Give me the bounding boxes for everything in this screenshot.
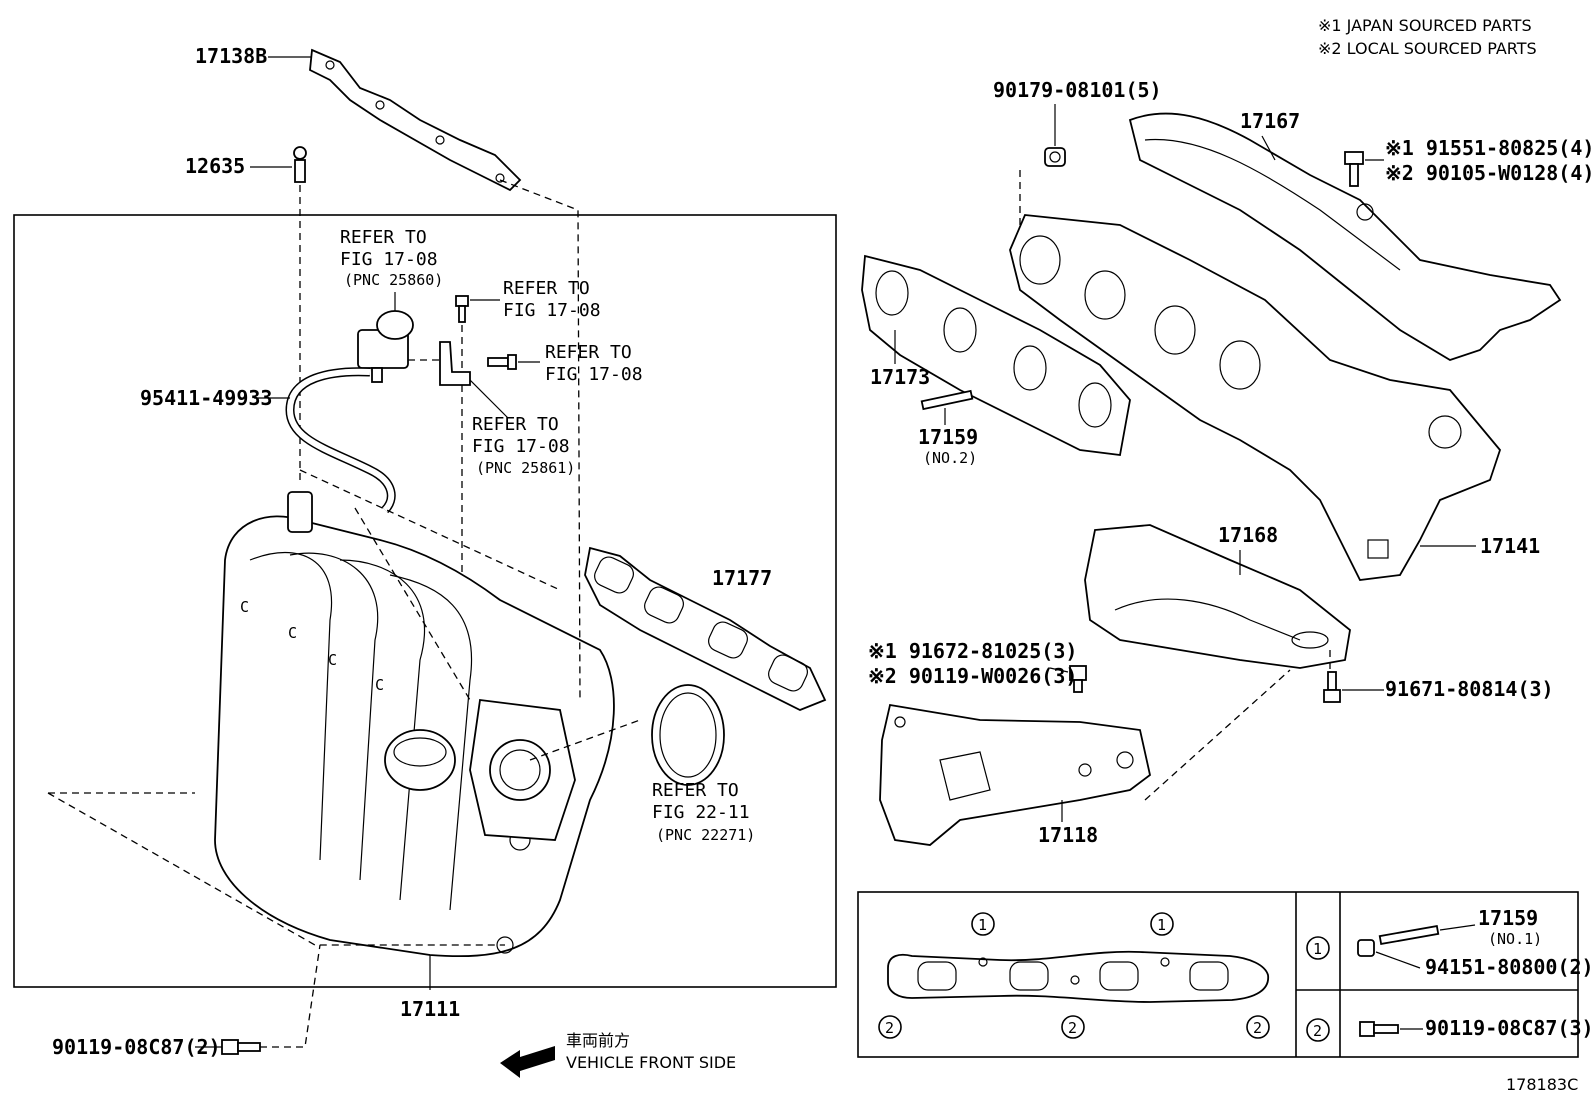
part-90119-08c87-bolt-left[interactable] xyxy=(221,1039,261,1055)
part-17118-bracket[interactable] xyxy=(879,703,1152,846)
part-94151-nut[interactable] xyxy=(1357,939,1375,957)
label-90105: ※2 90105-W0128(4) xyxy=(1385,161,1592,185)
part-17159-no2-stud[interactable] xyxy=(920,389,974,411)
direction-jp: 車両前方 xyxy=(566,1031,630,1050)
svg-text:C: C xyxy=(288,624,297,642)
intake-assembly-frame xyxy=(13,214,837,988)
ref4-line1: REFER TO xyxy=(472,414,559,435)
part-valve-bracket[interactable] xyxy=(439,341,471,386)
part-95411-hose[interactable] xyxy=(286,368,395,513)
label-91551: ※1 91551-80825(4) xyxy=(1385,136,1592,160)
ref3-line1: REFER TO xyxy=(545,342,632,363)
svg-text:2: 2 xyxy=(885,1019,894,1037)
part-vsv-valve[interactable] xyxy=(357,310,414,383)
ref4-line3: (PNC 25861) xyxy=(476,459,575,477)
svg-text:1: 1 xyxy=(1157,916,1166,934)
ref5-line1: REFER TO xyxy=(652,780,739,801)
label-95411: 95411-49933 xyxy=(140,386,272,410)
ref3-line2: FIG 17-08 xyxy=(545,364,643,385)
part-17159-no1-stud[interactable] xyxy=(1378,924,1440,946)
label-17159-no1: 17159 xyxy=(1478,906,1538,930)
part-91551-bolt[interactable] xyxy=(1344,151,1364,187)
part-91672-bolt[interactable] xyxy=(1069,665,1087,693)
callout-1-a: 1 xyxy=(971,912,995,936)
ref1-line2: FIG 17-08 xyxy=(340,249,438,270)
svg-text:C: C xyxy=(375,676,384,694)
label-90119-08c87-left: 90119-08C87(2) xyxy=(52,1035,221,1059)
part-throttle-body[interactable] xyxy=(384,698,576,841)
label-17138b: 17138B xyxy=(195,44,267,68)
callout-1-b: 1 xyxy=(1150,912,1174,936)
note-japan-sourced: ※1 JAPAN SOURCED PARTS xyxy=(1318,16,1532,35)
label-17168: 17168 xyxy=(1218,523,1278,547)
part-ref-bolt-top[interactable] xyxy=(455,295,469,323)
part-12635-stud[interactable] xyxy=(293,146,307,183)
label-17111: 17111 xyxy=(400,997,460,1021)
label-17159-no2: 17159 xyxy=(918,425,978,449)
label-17173: 17173 xyxy=(870,365,930,389)
ref5-line2: FIG 22-11 xyxy=(652,802,750,823)
part-throttle-gasket[interactable] xyxy=(651,684,725,786)
svg-text:1: 1 xyxy=(978,916,987,934)
callout-2-a: 2 xyxy=(878,1015,902,1039)
label-17159-no1-sub: (NO.1) xyxy=(1488,930,1542,948)
part-17173-gasket[interactable] xyxy=(861,254,1131,456)
callout-2-c: 2 xyxy=(1246,1015,1270,1039)
callout-1-legend: 1 xyxy=(1306,936,1330,960)
label-17141: 17141 xyxy=(1480,534,1540,558)
svg-text:C: C xyxy=(328,651,337,669)
part-ref-bolt-side[interactable] xyxy=(487,354,517,370)
svg-text:2: 2 xyxy=(1313,1022,1322,1040)
label-90119-w0026: ※2 90119-W0026(3) xyxy=(868,664,1077,688)
vehicle-front-arrow xyxy=(500,1046,555,1078)
ref2-line2: FIG 17-08 xyxy=(503,300,601,321)
ref1-line3: (PNC 25860) xyxy=(344,271,443,289)
callout-2-b: 2 xyxy=(1061,1015,1085,1039)
part-90119-08c87-bolt-right[interactable] xyxy=(1359,1021,1399,1037)
svg-text:1: 1 xyxy=(1313,940,1322,958)
detail-box xyxy=(857,891,1579,1058)
label-17167: 17167 xyxy=(1240,109,1300,133)
figure-id: 178183C xyxy=(1506,1075,1578,1094)
label-17118: 17118 xyxy=(1038,823,1098,847)
svg-text:C: C xyxy=(240,598,249,616)
label-90179: 90179-08101(5) xyxy=(993,78,1162,102)
svg-text:2: 2 xyxy=(1068,1019,1077,1037)
part-17167-heat-insulator[interactable] xyxy=(1128,112,1562,361)
part-17177-gasket[interactable] xyxy=(584,546,827,711)
ref5-line3: (PNC 22271) xyxy=(656,826,755,844)
label-12635: 12635 xyxy=(185,154,245,178)
part-17138b-bracket[interactable] xyxy=(309,48,522,192)
label-17159-no2-sub: (NO.2) xyxy=(923,449,977,467)
label-90119-08c87-right: 90119-08C87(3) xyxy=(1425,1016,1592,1040)
ref2-line1: REFER TO xyxy=(503,278,590,299)
label-91671: 91671-80814(3) xyxy=(1385,677,1554,701)
part-90179-nut[interactable] xyxy=(1044,147,1066,167)
ref1-line1: REFER TO xyxy=(340,227,427,248)
part-17168-lower-insulator[interactable] xyxy=(1084,524,1351,669)
svg-text:2: 2 xyxy=(1253,1019,1262,1037)
detail-gasket xyxy=(887,950,1269,1003)
part-17141-exhaust-manifold[interactable] xyxy=(1009,214,1502,581)
ref4-line2: FIG 17-08 xyxy=(472,436,570,457)
label-94151: 94151-80800(2) xyxy=(1425,955,1592,979)
label-17177: 17177 xyxy=(712,566,772,590)
note-local-sourced: ※2 LOCAL SOURCED PARTS xyxy=(1318,39,1537,58)
callout-2-legend: 2 xyxy=(1306,1018,1330,1042)
part-91671-bolt[interactable] xyxy=(1323,671,1341,703)
label-91672: ※1 91672-81025(3) xyxy=(868,639,1077,663)
direction-en: VEHICLE FRONT SIDE xyxy=(566,1053,736,1072)
